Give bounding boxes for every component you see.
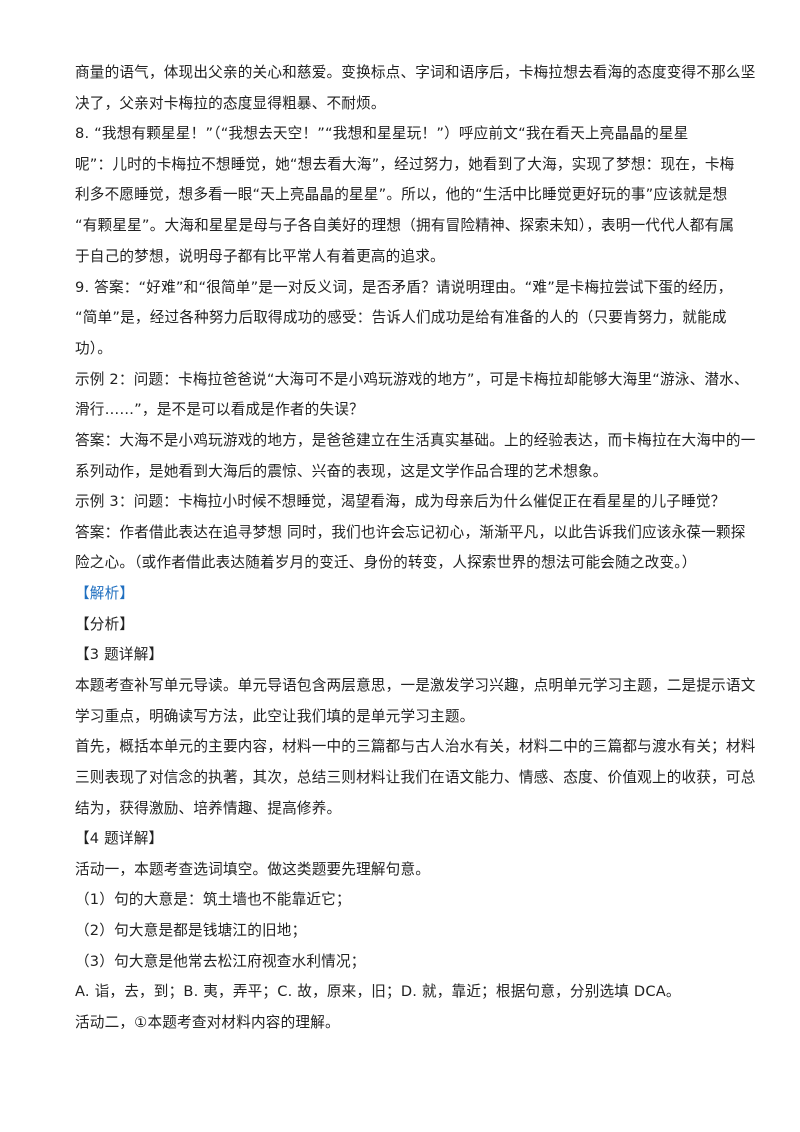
text-line: 答案：作者借此表达在追寻梦想 同时，我们也许会忘记初心，渐渐平凡，以此告诉我们应… [75, 524, 746, 541]
text-line: 于自己的梦想，说明母子都有比平常人有着更高的追求。 [75, 248, 445, 265]
text-line: 呢”：儿时的卡梅拉不想睡觉，她“想去看大海”，经过努力，她看到了大海，实现了梦想… [75, 156, 735, 173]
text-line: 决了，父亲对卡梅拉的态度显得粗暴、不耐烦。 [75, 95, 386, 112]
section-heading: 【分析】 [75, 616, 135, 633]
text-line: 活动一，本题考查选词填空。做这类题要先理解句意。 [75, 861, 431, 878]
text-line: 9. 答案：“好难”和“很简单”是一对反义词，是否矛盾？请说明理由。“难”是卡梅… [75, 279, 733, 296]
text-line: 结为，获得激励、培养情趣、提高修养。 [75, 800, 342, 817]
text-line: 首先，概括本单元的主要内容，材料一中的三篇都与古人治水有关，材料二中的三篇都与渡… [75, 738, 756, 755]
text-line: A. 诣，去，到；B. 夷，弄平；C. 故，原来，旧；D. 就，靠近；根据句意，… [75, 983, 681, 1000]
text-line: “简单”是，经过各种努力后取得成功的感受：告诉人们成功是给有准备的人的（只要肯努… [75, 309, 727, 326]
text-line: 答案：大海不是小鸡玩游戏的地方，是爸爸建立在生活真实基础。上的经验表达，而卡梅拉… [75, 432, 756, 449]
text-line: （2）句大意是都是钱塘江的旧地； [75, 922, 307, 939]
text-line: 险之心。（或作者借此表达随着岁月的变迁、身份的转变，人探索世界的想法可能会随之改… [75, 554, 697, 571]
text-line: 三则表现了对信念的执著，其次，总结三则材料让我们在语文能力、情感、态度、价值观上… [75, 769, 756, 786]
text-line: 本题考查补写单元导读。单元导语包含两层意思，一是激发学习兴趣，点明单元学习主题，… [75, 677, 756, 694]
text-line: 活动二，①本题考查对材料内容的理解。 [75, 1014, 340, 1031]
text-line: 利多不愿睡觉，想多看一眼“天上亮晶晶的星星”。所以，他的“生活中比睡觉更好玩的事… [75, 186, 728, 203]
text-line: 功）。 [75, 340, 113, 357]
section-heading: 【3 题详解】 [75, 646, 164, 663]
text-line: “有颗星星”。大海和星星是母与子各自美好的理想（拥有冒险精神、探索未知），表明一… [75, 217, 735, 234]
text-line: 系列动作，是她看到大海后的震惊、兴奋的表现，这是文学作品合理的艺术想象。 [75, 463, 608, 480]
text-line: 滑行……”，是不是可以看成是作者的失误？ [75, 401, 364, 418]
text-line: 商量的语气，体现出父亲的关心和慈爱。变换标点、字词和语序后，卡梅拉想去看海的态度… [75, 64, 756, 81]
text-line: 示例 3：问题：卡梅拉小时候不想睡觉，渴望看海，成为母亲后为什么催促正在看星星的… [75, 493, 726, 510]
text-line: （1）句的大意是：筑土墙也不能靠近它； [75, 891, 351, 908]
text-line: 学习重点，明确读写方法，此空让我们填的是单元学习主题。 [75, 708, 475, 725]
analysis-heading: 【解析】 [75, 585, 135, 602]
text-line: （3）句大意是他常去松江府视查水利情况； [75, 953, 366, 970]
section-heading: 【4 题详解】 [75, 830, 164, 847]
text-line: 示例 2：问题：卡梅拉爸爸说“大海可不是小鸡玩游戏的地方”，可是卡梅拉却能够大海… [75, 371, 749, 388]
text-line: 8. “我想有颗星星！”（“我想去天空！”“我想和星星玩！”）呼应前文“我在看天… [75, 125, 689, 142]
